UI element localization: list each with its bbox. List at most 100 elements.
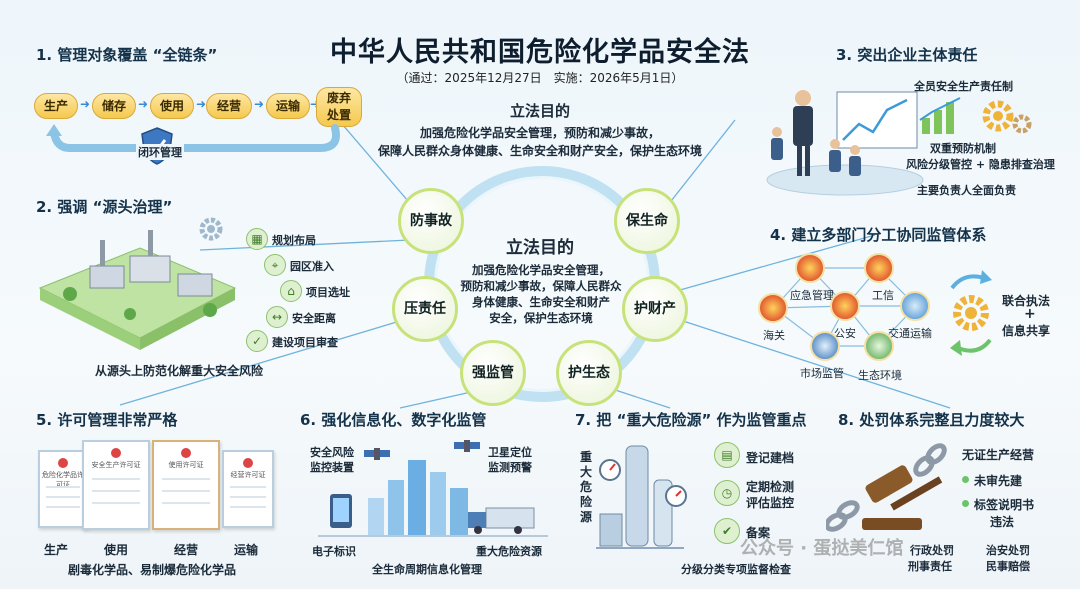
node-protect-life: 保生命 (614, 188, 680, 254)
sec5-label-4: 运输 (234, 543, 259, 557)
purpose-line-2: 保障人民群众身体健康、生命安全和财产安全，保护生态环境 (377, 144, 702, 158)
emergency-emblem-icon (795, 253, 825, 283)
agency-police: 公安 (834, 327, 856, 340)
inspect-clock-icon: ◷ (714, 480, 740, 506)
center-line-4: 安全，保护生态环境 (489, 311, 593, 325)
sec3-label-4: 主要负责人全面负责 (917, 184, 1016, 197)
node-strengthen-supervision: 强监管 (460, 340, 526, 406)
sec7-caption: 分级分类专项监督检查 (681, 563, 791, 576)
purpose-title: 立法目的 (509, 102, 570, 120)
seal-icon (58, 458, 68, 468)
cert-3-text: 使用许可证 (168, 461, 204, 469)
chain-arrow-3: ➜ (196, 97, 207, 111)
agency-emergency: 应急管理 (790, 289, 834, 302)
sec5-caption: 剧毒化学品、易制爆危险化学品 (68, 563, 237, 577)
certificate-4: 经营许可证 (222, 450, 274, 528)
bullet-icon (962, 476, 969, 483)
vertical-char-1: 重 (580, 450, 593, 464)
sec6-label-4: 重大危险资源 (476, 545, 542, 558)
customs-emblem-icon (758, 293, 788, 323)
sec5-label-3: 经营 (174, 543, 199, 557)
center-line-3: 身体健康、生命安全和财产 (472, 295, 610, 309)
sec8-item-3b: 违法 (990, 515, 1015, 529)
transport-truck-icon (900, 291, 930, 321)
loop-label: 闭环管理 (136, 144, 184, 160)
disposal-line-2: 处置 (326, 108, 351, 122)
industrial-park-illustration (38, 230, 237, 350)
distance-icon: ↔ (266, 306, 288, 328)
sec8-item-1: 无证生产经营 (962, 448, 1035, 462)
certificate-2: 安全生产许可证 (82, 440, 150, 530)
chain-item-operate: 经营 (206, 93, 252, 119)
center-text: 加强危险化学品安全管理， 预防和减少事故，保障人民群众 身体健康、生命安全和财产… (458, 262, 624, 326)
sec2-item-5: 建设项目审查 (272, 336, 338, 349)
cycle-gear-icon (950, 270, 992, 356)
agency-ecology: 生态环境 (858, 369, 902, 382)
cert-2-text: 安全生产许可证 (91, 461, 141, 469)
sec7-step-3: 备案 (746, 526, 771, 540)
seal-icon (181, 448, 191, 458)
agency-transport: 交通运输 (888, 327, 932, 340)
filing-check-icon: ✔ (714, 518, 740, 544)
sec7-vertical-label: 重 大 危 险 源 (580, 450, 594, 525)
center-title: 立法目的 (506, 238, 574, 258)
register-doc-icon: ▤ (714, 442, 740, 468)
sec7-step-1: 登记建档 (746, 451, 795, 465)
gears-icon (982, 100, 1032, 134)
chain-item-use: 使用 (150, 93, 194, 119)
smart-city-illustration (318, 460, 548, 537)
sec4-plus: + (1024, 306, 1036, 322)
chain-item-produce: 生产 (34, 93, 78, 119)
satellite-icon (454, 440, 480, 452)
sec8-penalty-2a: 治安处罚 (986, 544, 1030, 557)
chemical-tank-illustration (596, 445, 684, 549)
sec7-step-2b: 评估监控 (746, 496, 795, 510)
sec8-penalty-1b: 刑事责任 (908, 560, 952, 573)
agency-industry: 工信 (872, 289, 894, 302)
sec8-item-2: 未审先建 (974, 474, 1023, 488)
node-press-responsibility: 压责任 (392, 276, 458, 342)
cert-1-text: 危险化学品许可证 (42, 471, 84, 489)
sec1-title: 1. 管理对象覆盖 “全链条” (36, 46, 218, 64)
sec6-label-2b: 监测预警 (488, 461, 532, 474)
chain-item-store: 储存 (92, 93, 136, 119)
agency-market: 市场监管 (800, 367, 844, 380)
bar-chart-icon (919, 97, 961, 134)
vertical-char-2: 大 (580, 465, 593, 479)
vertical-char-5: 源 (580, 510, 593, 524)
certificate-1: 危险化学品许可证 (38, 450, 88, 528)
police-emblem-icon (830, 291, 860, 321)
node-protect-ecology: 护生态 (556, 340, 622, 406)
center-line-2: 预防和减少事故，保障人民群众 (460, 279, 622, 293)
market-shield-icon (810, 331, 840, 361)
sec7-title: 7. 把 “重大危险源” 作为监管重点 (575, 411, 807, 429)
satellite-icon (364, 448, 390, 460)
sec7-step-2a: 定期检测 (746, 480, 795, 494)
sec6-title: 6. 强化信息化、数字化监管 (300, 411, 487, 429)
layout-icon: ▦ (246, 228, 268, 250)
sec2-item-4: 安全距离 (292, 312, 336, 325)
sec2-item-1: 规划布局 (272, 234, 316, 247)
seal-icon (243, 458, 253, 468)
page-subtitle: （通过：2025年12月27日 实施：2026年5月1日） (396, 71, 684, 85)
location-icon: ⌖ (264, 254, 286, 276)
gear-icon (199, 217, 223, 241)
sec5-title: 5. 许可管理非常严格 (36, 411, 178, 429)
vertical-char-3: 危 (580, 480, 593, 494)
chain-arrow-2: ➜ (138, 97, 149, 111)
industry-emblem-icon (864, 253, 894, 283)
sec6-label-2a: 卫星定位 (488, 446, 532, 459)
sec3-label-3: 风险分级管控 + 隐患排查治理 (906, 158, 1055, 171)
sec4-joint-1: 联合执法 (1002, 294, 1051, 308)
agency-customs: 海关 (763, 329, 785, 342)
gauge-icon (665, 485, 687, 507)
chain-arrow-5: ➜ (310, 97, 320, 111)
connector-4 (679, 234, 876, 291)
chain-item-disposal: 废弃 处置 (316, 87, 362, 127)
sec6-label-1b: 监控装置 (310, 461, 354, 474)
sec8-title: 8. 处罚体系完整且力度较大 (838, 411, 1025, 429)
cert-4-text: 经营许可证 (230, 471, 266, 479)
node-prevent-accidents: 防事故 (398, 188, 464, 254)
sec4-joint-2: 信息共享 (1002, 324, 1051, 338)
sec3-label-1: 全员安全生产责任制 (914, 80, 1013, 93)
